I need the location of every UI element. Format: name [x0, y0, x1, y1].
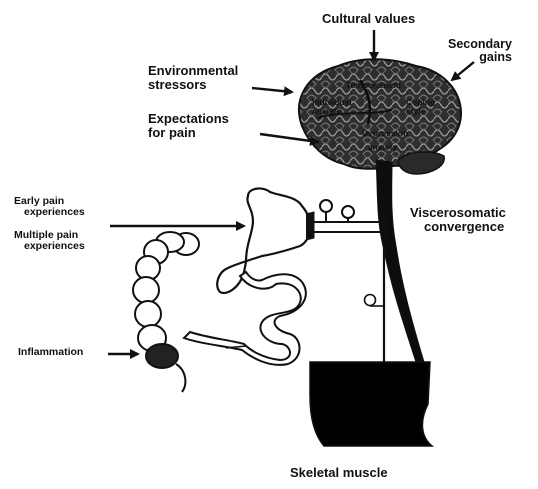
- label-viscerosomatic-convergence: Viscerosomatic convergence: [410, 206, 506, 233]
- arrow-environmental-stressors: [252, 88, 292, 92]
- label-cultural-values: Cultural values: [322, 12, 415, 26]
- label-expectations-line2: for pain: [148, 126, 229, 140]
- brain-label-coping-style: Coping style: [406, 98, 435, 117]
- brain-label-individual-line2: anxiety: [312, 107, 352, 116]
- label-visceroso-line2: convergence: [410, 220, 506, 234]
- label-skeletal-muscle: Skeletal muscle: [290, 466, 388, 480]
- skeletal-muscle: [310, 362, 432, 446]
- label-visceroso-line1: Viscerosomatic: [410, 206, 506, 220]
- label-early-pain-experiences: Early pain experiences: [14, 196, 85, 218]
- label-environmental-line1: Environmental: [148, 64, 238, 78]
- brain-label-coping-line2: style: [406, 107, 435, 116]
- label-environmental-line2: stressors: [148, 78, 238, 92]
- small-intestine: [184, 272, 306, 365]
- brain-label-individual: Individual anxiety: [312, 98, 352, 117]
- label-multiple-line2: experiences: [14, 241, 85, 252]
- label-secondary-gains-line2: gains: [448, 51, 512, 64]
- brain-label-depression: Depression: [362, 128, 408, 138]
- visceral-afferents: [306, 200, 388, 232]
- label-multiple-pain-experiences: Multiple pain experiences: [14, 230, 85, 252]
- label-secondary-gains: Secondary gains: [448, 38, 512, 64]
- label-expectations-line1: Expectations: [148, 112, 229, 126]
- brain-label-anxiety-state: anxiety: [368, 142, 397, 152]
- receptor-lollipop: [365, 295, 376, 306]
- arrow-secondary-gains: [452, 62, 474, 80]
- colon: [133, 232, 199, 392]
- label-inflammation: Inflammation: [18, 347, 83, 358]
- label-early-line2: experiences: [14, 207, 85, 218]
- label-expectations-for-pain: Expectations for pain: [148, 112, 229, 139]
- label-environmental-stressors: Environmental stressors: [148, 64, 238, 91]
- brain-label-temperament: Temperament: [346, 80, 401, 90]
